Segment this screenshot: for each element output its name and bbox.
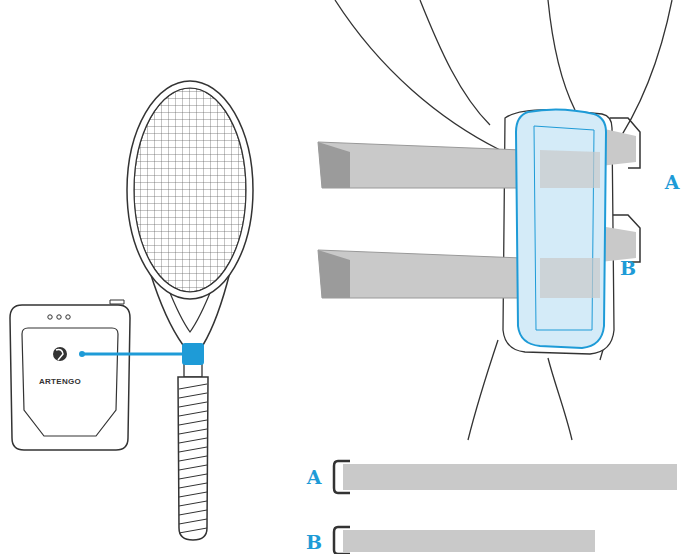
grip-wrap (179, 402, 207, 407)
grip-wrap (179, 483, 207, 488)
grip-wrap (179, 492, 207, 497)
grip-wrap (179, 393, 207, 398)
strap-letter: B (620, 259, 636, 278)
grip-wrap (179, 519, 207, 524)
strap-letter: B (306, 533, 322, 552)
grip-wrap (179, 438, 207, 443)
grip-wrap (179, 384, 207, 389)
grip-wrap (179, 429, 207, 434)
strap-letter: A (307, 468, 322, 487)
grip-wrap (179, 456, 207, 461)
grip-wrap (179, 474, 207, 479)
knee-strap-device (318, 109, 640, 354)
grip-wrap (179, 447, 207, 452)
grip-wrap (179, 420, 207, 425)
strap-a (334, 461, 677, 493)
strap-b (334, 527, 595, 554)
sensor-device (10, 300, 130, 450)
grip-wrap (179, 501, 207, 506)
grip-wrap (179, 528, 207, 533)
grip-wrap (179, 411, 207, 416)
brand-text: ARTENGO (39, 378, 81, 386)
tennis-racket (79, 81, 253, 540)
grip-wrap (179, 510, 207, 515)
leg-outline (335, 0, 672, 440)
grip-wrap (179, 465, 207, 470)
strap-letter: A (665, 173, 680, 192)
